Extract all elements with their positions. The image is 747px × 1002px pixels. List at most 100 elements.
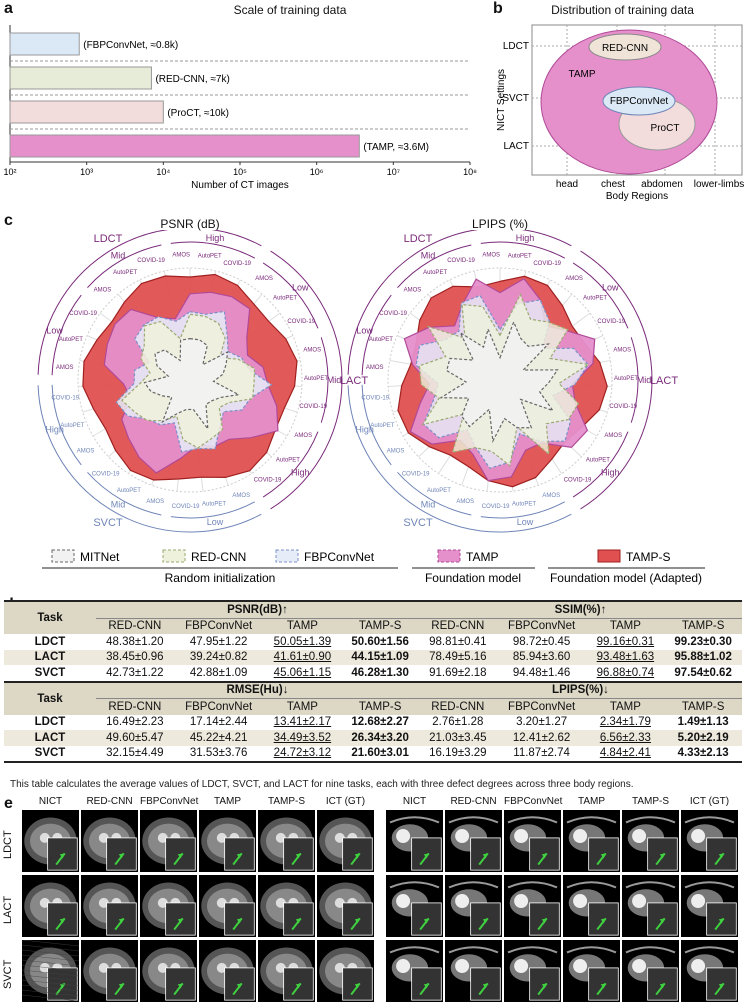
ct-image (445, 875, 502, 937)
ct-column-label: ICT (GT) (689, 796, 730, 807)
radar-dataset-label: COVID-19 (482, 504, 510, 510)
radar-group-label: SVCT (403, 517, 433, 529)
metric-cell: 48.38±1.20 (106, 635, 164, 648)
radar-group-label: LDCT (94, 233, 123, 245)
ct-image (140, 940, 197, 1002)
legend-group-foundation: Foundation model (425, 571, 521, 585)
radar-dataset-label: AMOS (456, 499, 474, 505)
method-header: FBPConvNet (185, 620, 253, 633)
metric-cell: 94.48±1.46 (512, 666, 571, 679)
region-label-proct: ProCT (651, 123, 680, 134)
radar-level-label: Mid (421, 250, 436, 260)
radar-dataset-label: AutoPET (117, 488, 141, 494)
lpips-radar-title: LPIPS (%) (471, 217, 528, 231)
ct-image (504, 940, 561, 1002)
radar-dataset-label: COVID-19 (447, 258, 475, 264)
ct-image (199, 810, 256, 872)
radar-level-label: High (45, 424, 64, 434)
ytick-lact: LACT (503, 141, 529, 152)
radar-dataset-label: COVID-19 (69, 311, 97, 317)
metric-cell: 42.73±1.22 (106, 666, 164, 679)
panel-b-ylabel: NICT Settings (497, 69, 507, 131)
red-cnn-region (588, 33, 662, 61)
ct-image (258, 810, 315, 872)
metric-cell: 97.54±0.62 (674, 666, 732, 679)
xtick-label: 10⁸ (463, 167, 477, 177)
region-label-red-cnn: RED-CNN (602, 43, 648, 54)
metric-cell: 95.88±1.02 (674, 651, 732, 664)
metric-cell: 17.14±2.44 (189, 716, 248, 729)
metric-cell: 44.15±1.09 (351, 651, 409, 664)
metric-cell: 32.15±4.49 (106, 747, 164, 760)
radar-level-label: High (291, 468, 310, 478)
metric-cell: 1.49±1.13 (677, 716, 729, 729)
legend-group-adapted: Foundation model (Adapted) (550, 571, 702, 585)
radar-dataset-label: AutoPET (512, 502, 536, 508)
metric-cell: 6.56±2.33 (599, 731, 651, 744)
metric-cell: 50.05±1.39 (273, 635, 332, 648)
metric-cell: 5.20±2.19 (677, 731, 729, 744)
metric-cell: 85.94±3.60 (512, 651, 571, 664)
radar-dataset-label: COVID-19 (609, 404, 637, 410)
ct-image (199, 875, 256, 937)
method-header: FBPConvNet (508, 700, 576, 713)
ct-column-label: TAMP-S (267, 796, 306, 807)
metric-cell: 49.60±5.47 (106, 731, 164, 744)
scale-bar (9, 100, 164, 124)
ct-image (140, 810, 197, 872)
radar-dataset-label: AMOS (565, 276, 583, 282)
radar-dataset-label: AutoPET (369, 337, 393, 343)
radar-dataset-label: AutoPET (198, 254, 222, 260)
ct-column-label: FBPConvNet (140, 796, 199, 807)
legend-swatch-mitnet (51, 549, 75, 563)
xtick-label: 10² (3, 167, 16, 177)
metric-cell: 12.41±2.62 (512, 731, 571, 744)
ct-image (622, 940, 679, 1002)
radar-dataset-label: COVID-19 (533, 261, 561, 267)
radar-dataset-label: AutoPET (276, 457, 300, 463)
xtick-chest: chest (601, 179, 625, 190)
radar-dataset-label: AutoPET (370, 423, 394, 429)
panel-b-distribution-diagram: RED-CNN TAMP FBPConvNet ProCT LDCT SVCT … (497, 24, 744, 202)
radar-level-label: Mid (111, 250, 126, 260)
radar-dataset-label: AMOS (542, 493, 560, 499)
ct-image (140, 875, 197, 937)
ct-image (622, 875, 679, 937)
ct-image (504, 810, 561, 872)
panel-b-xlabel: Body Regions (606, 191, 668, 202)
radar-dataset-label: AutoPET (423, 270, 447, 276)
radar-dataset-label: AMOS (56, 365, 74, 371)
ct-column-label: TAMP-S (631, 796, 670, 807)
method-header: TAMP-S (358, 620, 402, 633)
panel-letter-c: c (4, 212, 13, 229)
metric-header-rmse: RMSE(Hu)↓ (96, 681, 419, 699)
radar-dataset-label: COVID-19 (402, 472, 430, 478)
radar-dataset-label: COVID-19 (51, 396, 79, 402)
method-header: TAMP-S (681, 700, 725, 713)
panel-a-xlabel: Number of CT images (191, 180, 289, 191)
radar-level-label: Low (517, 517, 534, 527)
metric-cell: 12.68±2.27 (351, 716, 409, 729)
metric-cell: 47.95±1.22 (189, 635, 248, 648)
metric-cell: 31.53±3.76 (189, 747, 248, 760)
panel-b-title: Distribution of training data (551, 3, 694, 17)
legend-swatch-fbpconvnet (275, 549, 299, 563)
radar-level-label: Mid (327, 375, 342, 385)
ct-image (622, 810, 679, 872)
metric-cell: 13.41±2.17 (273, 716, 332, 729)
metric-cell: 3.20±1.27 (516, 716, 568, 729)
bar-label: (TAMP, ≈3.6M) (363, 142, 429, 153)
radar-dataset-label: AMOS (77, 448, 95, 454)
legend-swatch-red-cnn (162, 549, 186, 563)
xtick-head: head (556, 179, 578, 190)
ct-image (81, 875, 138, 937)
radar-dataset-label: COVID-19 (597, 319, 625, 325)
ct-column-label: TAMP (577, 796, 606, 807)
legend-label-fbpconvnet: FBPConvNet (304, 550, 375, 564)
radar-dataset-label: AMOS (255, 276, 273, 282)
radar-level-label: High (206, 233, 225, 243)
metric-cell: 99.16±0.31 (596, 635, 655, 648)
ct-image (317, 875, 374, 937)
